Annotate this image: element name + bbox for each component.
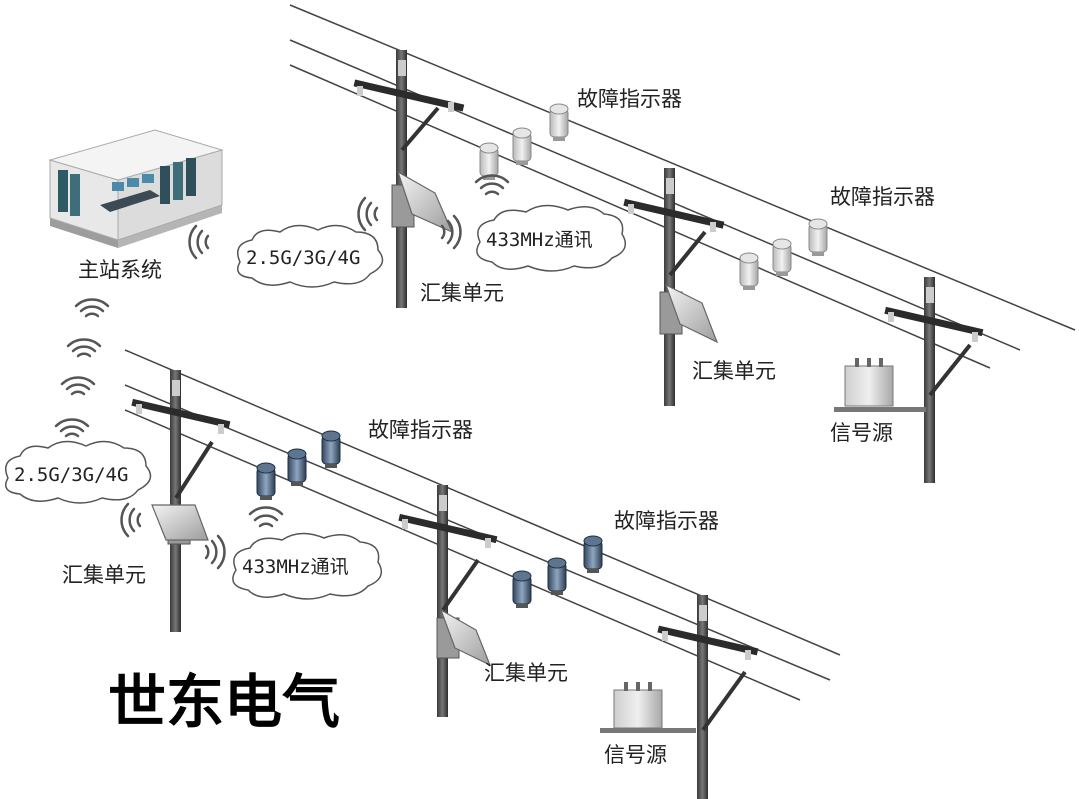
lower-pole-1 [131, 370, 231, 632]
collection-unit-label-2: 汇集单元 [692, 359, 776, 383]
signal-source-label-1: 信号源 [830, 421, 893, 445]
lower-pole-2 [398, 485, 498, 717]
fault-indicator-label-1: 故障指示器 [577, 87, 682, 111]
master-station-room [48, 129, 224, 248]
upper-pole-3 [884, 277, 984, 483]
cellular-cloud-upper [237, 224, 384, 288]
cellular-link-label-upper: 2.5G/3G/4G [246, 247, 360, 269]
collection-unit-label-3: 汇集单元 [62, 563, 146, 587]
lower-signal-source [600, 682, 696, 733]
collection-unit-label-1: 汇集单元 [420, 281, 504, 305]
rf-cloud-lower [232, 532, 383, 600]
rf-cloud-upper [476, 204, 627, 272]
upper-collection-unit-2 [659, 283, 719, 344]
signal-source-label-2: 信号源 [604, 743, 667, 767]
upper-collection-unit-1 [391, 170, 454, 234]
lower-collection-unit-1 [151, 504, 209, 545]
fault-indicator-label-3: 故障指示器 [368, 418, 473, 442]
master-station-label: 主站系统 [78, 258, 162, 282]
cellular-cloud-lower [5, 440, 152, 504]
collection-unit-label-4: 汇集单元 [484, 661, 568, 685]
rf-link-label-upper: 433MHz通讯 [486, 229, 593, 251]
upper-signal-source [834, 358, 926, 412]
lower-collection-unit-2 [436, 608, 492, 667]
fault-indicator-label-4: 故障指示器 [614, 509, 719, 533]
fault-indicator-label-2: 故障指示器 [830, 185, 935, 209]
lower-pole-3 [657, 595, 759, 799]
cellular-link-label-lower: 2.5G/3G/4G [14, 464, 128, 486]
brand-text: 世东电气 [108, 668, 340, 736]
rf-link-label-lower: 433MHz通讯 [242, 556, 349, 578]
